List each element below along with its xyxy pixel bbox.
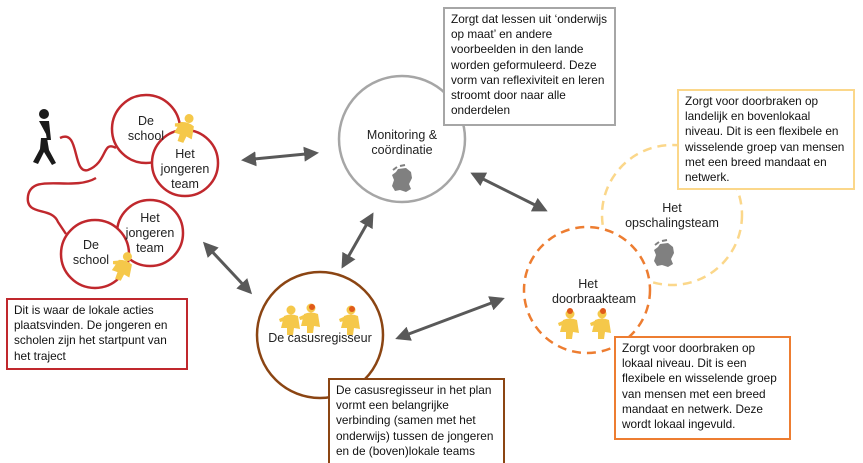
scaling-textbox: Zorgt voor doorbraken op landelijk en bo… [677, 89, 855, 190]
walking-person-icon [33, 109, 56, 165]
youth-team-bottom-label: Het jongeren team [125, 211, 175, 255]
school-bottom-label: De school [72, 238, 110, 267]
scaling-team-label: Het opschalingsteam [625, 201, 719, 230]
case-manager-textbox: De casusregisseur in het plan vormt een … [328, 378, 505, 463]
monitoring-circle [337, 74, 467, 204]
journey-line [26, 135, 117, 235]
breakthrough-textbox: Zorgt voor doorbraken op lokaal niveau. … [614, 336, 791, 440]
case-manager-circle [255, 270, 385, 400]
local-textbox: Dit is waar de lokale acties plaatsvinde… [6, 298, 188, 370]
breakthrough-team-circle [522, 225, 652, 355]
monitoring-label: Monitoring & coördinatie [366, 128, 438, 157]
breakthrough-team-label: Het doorbraakteam [552, 277, 637, 306]
monitoring-textbox: Zorgt dat lessen uit ‘onderwijs op maat’… [443, 7, 616, 126]
school-top-label: De school [127, 114, 165, 143]
connection-arrows [202, 146, 548, 341]
case-manager-label: De casusregisseur [268, 331, 372, 345]
youth-team-top-label: Het jongeren team [160, 147, 210, 191]
